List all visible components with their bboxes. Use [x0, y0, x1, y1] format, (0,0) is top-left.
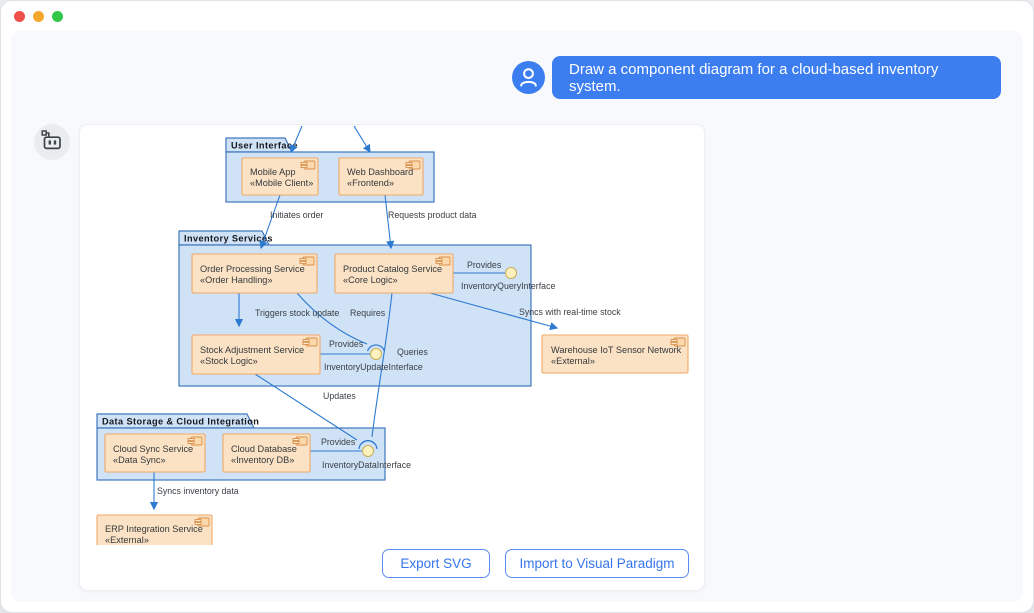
edge-actor-to-web-dashboard — [354, 126, 370, 152]
zoom-window-button[interactable] — [52, 11, 63, 22]
component-cloud-database: Cloud Database «Inventory DB» — [223, 434, 310, 472]
package-title: User Interface — [231, 141, 298, 151]
package-title: Inventory Services — [184, 234, 273, 244]
component-name: Product Catalog Service — [343, 264, 442, 274]
component-icon — [301, 161, 315, 169]
component-icon — [303, 338, 317, 346]
component-web-dashboard: Web Dashboard «Frontend» — [339, 158, 423, 195]
component-stereotype: «Order Handling» — [200, 275, 273, 285]
label-requires: Requires — [350, 308, 386, 318]
label-syncs-realtime: Syncs with real-time stock — [519, 307, 621, 317]
component-warehouse-iot: Warehouse IoT Sensor Network «External» — [542, 335, 688, 373]
label-syncs-inventory: Syncs inventory data — [157, 486, 239, 496]
interface-ball-update — [371, 349, 382, 360]
package-title: Data Storage & Cloud Integration — [102, 417, 259, 427]
close-window-button[interactable] — [14, 11, 25, 22]
component-erp-integration: ERP Integration Service «External» — [97, 515, 212, 545]
component-name: Mobile App — [250, 167, 295, 177]
label-inventory-query-interface: InventoryQueryInterface — [461, 281, 555, 291]
label-provides-data: Provides — [321, 437, 356, 447]
interface-ball-query — [506, 268, 517, 279]
label-inventory-data-interface: InventoryDataInterface — [322, 460, 411, 470]
component-name: ERP Integration Service — [105, 524, 203, 534]
component-stereotype: «Stock Logic» — [200, 356, 258, 366]
component-name: Stock Adjustment Service — [200, 345, 304, 355]
component-stereotype: «Core Logic» — [343, 275, 398, 285]
label-updates: Updates — [323, 391, 356, 401]
component-product-catalog: Product Catalog Service «Core Logic» — [335, 254, 453, 293]
edge-requests-product-data — [385, 195, 391, 248]
user-avatar — [512, 61, 545, 94]
component-name: Cloud Sync Service — [113, 444, 193, 454]
label-queries: Queries — [397, 347, 428, 357]
component-stereotype: «External» — [551, 356, 595, 366]
component-name: Web Dashboard — [347, 167, 413, 177]
label-provides-query: Provides — [467, 260, 502, 270]
label-initiates-order: Initiates order — [270, 210, 323, 220]
person-icon — [512, 61, 545, 94]
bot-avatar — [34, 124, 70, 160]
user-message-text: Draw a component diagram for a cloud-bas… — [569, 61, 984, 95]
label-inventory-update-interface: InventoryUpdateInterface — [324, 362, 423, 372]
label-triggers-stock-update: Triggers stock update — [255, 308, 339, 318]
component-stereotype: «External» — [105, 535, 149, 545]
component-cloud-sync: Cloud Sync Service «Data Sync» — [105, 434, 205, 472]
component-stereotype: «Frontend» — [347, 178, 394, 188]
interface-ball-data — [363, 446, 374, 457]
robot-icon — [34, 124, 70, 160]
component-stereotype: «Inventory DB» — [231, 455, 294, 465]
user-message-bubble: Draw a component diagram for a cloud-bas… — [552, 56, 1001, 99]
component-diagram: User Interface Inventory Services Data S… — [80, 125, 704, 545]
component-order-processing: Order Processing Service «Order Handling… — [192, 254, 317, 293]
export-svg-button[interactable]: Export SVG — [382, 549, 490, 578]
window-controls — [14, 11, 63, 22]
component-name: Order Processing Service — [200, 264, 305, 274]
component-name: Cloud Database — [231, 444, 297, 454]
minimize-window-button[interactable] — [33, 11, 44, 22]
label-provides-update: Provides — [329, 339, 364, 349]
component-mobile-app: Mobile App «Mobile Client» — [242, 158, 318, 195]
component-stereotype: «Data Sync» — [113, 455, 166, 465]
component-name: Warehouse IoT Sensor Network — [551, 345, 682, 355]
import-visual-paradigm-button[interactable]: Import to Visual Paradigm — [505, 549, 689, 578]
diagram-card: User Interface Inventory Services Data S… — [79, 124, 705, 591]
component-stock-adjustment: Stock Adjustment Service «Stock Logic» — [192, 335, 320, 374]
component-stereotype: «Mobile Client» — [250, 178, 313, 188]
label-requests-product-data: Requests product data — [388, 210, 477, 220]
